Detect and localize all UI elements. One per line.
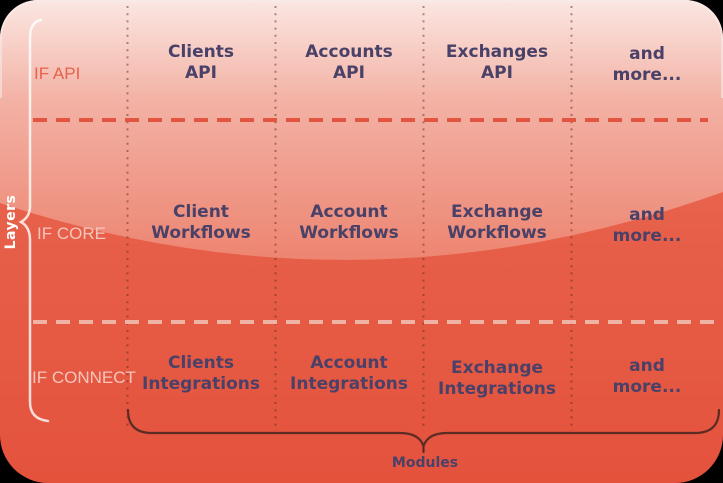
layers-brace bbox=[18, 18, 50, 423]
cell-exchanges-api: Exchanges API bbox=[445, 42, 549, 83]
cell-clients-api: Clients API bbox=[167, 42, 235, 83]
modules-brace bbox=[126, 408, 721, 450]
cell-client-workflows: Client Workflows bbox=[151, 202, 251, 243]
modules-axis-label: Modules bbox=[391, 455, 459, 471]
cell-integrations-and-more: and more... bbox=[612, 356, 682, 397]
cell-accounts-api: Accounts API bbox=[305, 42, 393, 83]
cell-account-integrations: Account Integrations bbox=[290, 353, 408, 394]
cell-api-and-more: and more... bbox=[612, 44, 682, 85]
cell-exchange-workflows: Exchange Workflows bbox=[447, 202, 547, 243]
cell-account-workflows: Account Workflows bbox=[299, 202, 399, 243]
cell-exchange-integrations: Exchange Integrations bbox=[438, 358, 556, 399]
cell-clients-integrations: Clients Integrations bbox=[142, 353, 260, 394]
row-label-if-connect: IF CONNECT bbox=[32, 368, 136, 387]
row-label-if-api: IF API bbox=[34, 64, 81, 83]
row-label-if-core: IF CORE bbox=[37, 224, 106, 243]
layers-axis-label: Layers bbox=[3, 194, 19, 250]
cell-workflows-and-more: and more... bbox=[612, 205, 682, 246]
gloss-wave-shape bbox=[0, 0, 723, 260]
